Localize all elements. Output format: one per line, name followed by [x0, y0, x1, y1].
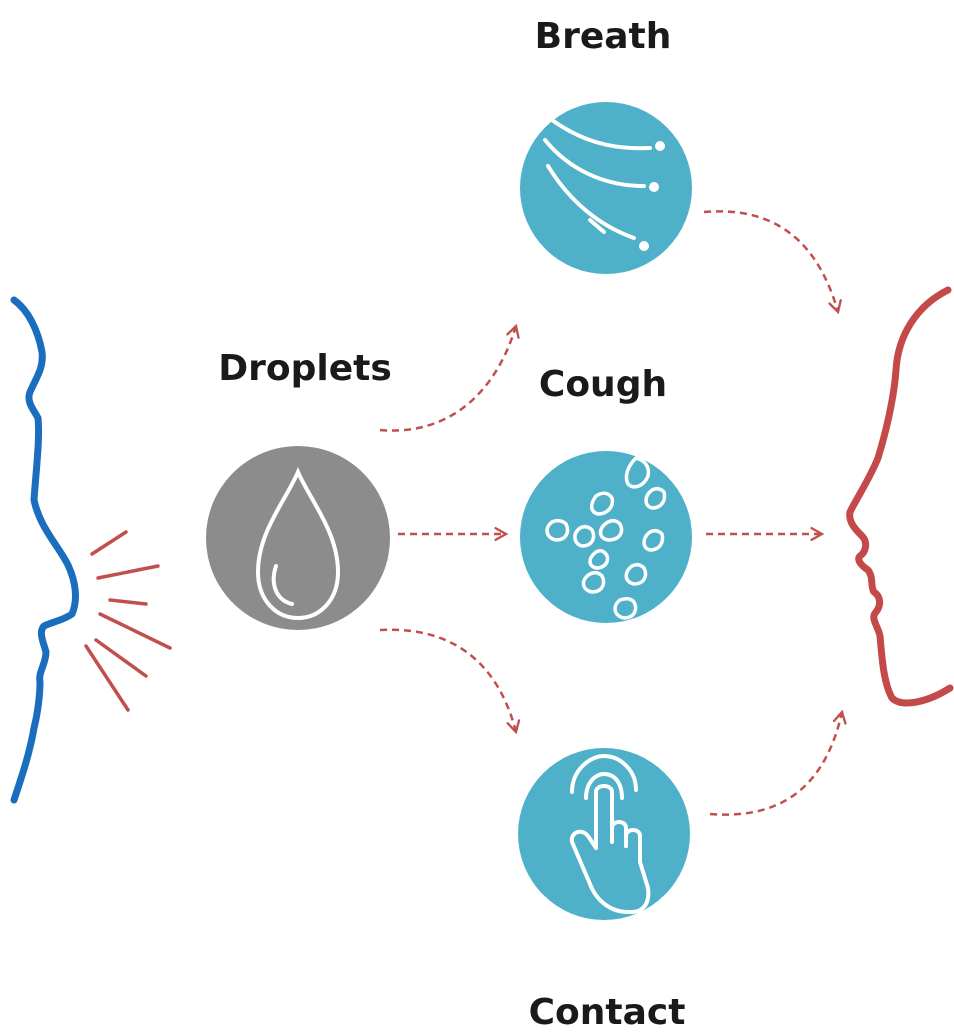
contact-node: Contact: [518, 748, 690, 1033]
droplets-label: Droplets: [218, 348, 392, 389]
cough-node: Cough: [520, 364, 692, 623]
speaking-head-profile-icon: [14, 300, 75, 800]
droplets-node: Droplets: [206, 348, 392, 630]
breath-label: Breath: [535, 16, 672, 57]
breath-circle: [520, 102, 692, 274]
arrow-droplets-to-contact: [380, 630, 516, 732]
breath-node: Breath: [520, 16, 692, 274]
arrow-breath-to-target: [704, 211, 838, 312]
cough-circle: [520, 451, 692, 623]
arrow-droplets-to-breath: [380, 326, 516, 431]
contact-label: Contact: [529, 992, 686, 1033]
receiving-head-profile-icon: [850, 290, 950, 703]
cough-label: Cough: [539, 364, 667, 405]
speech-lines-icon: [86, 532, 170, 710]
arrow-contact-to-target: [710, 712, 842, 815]
